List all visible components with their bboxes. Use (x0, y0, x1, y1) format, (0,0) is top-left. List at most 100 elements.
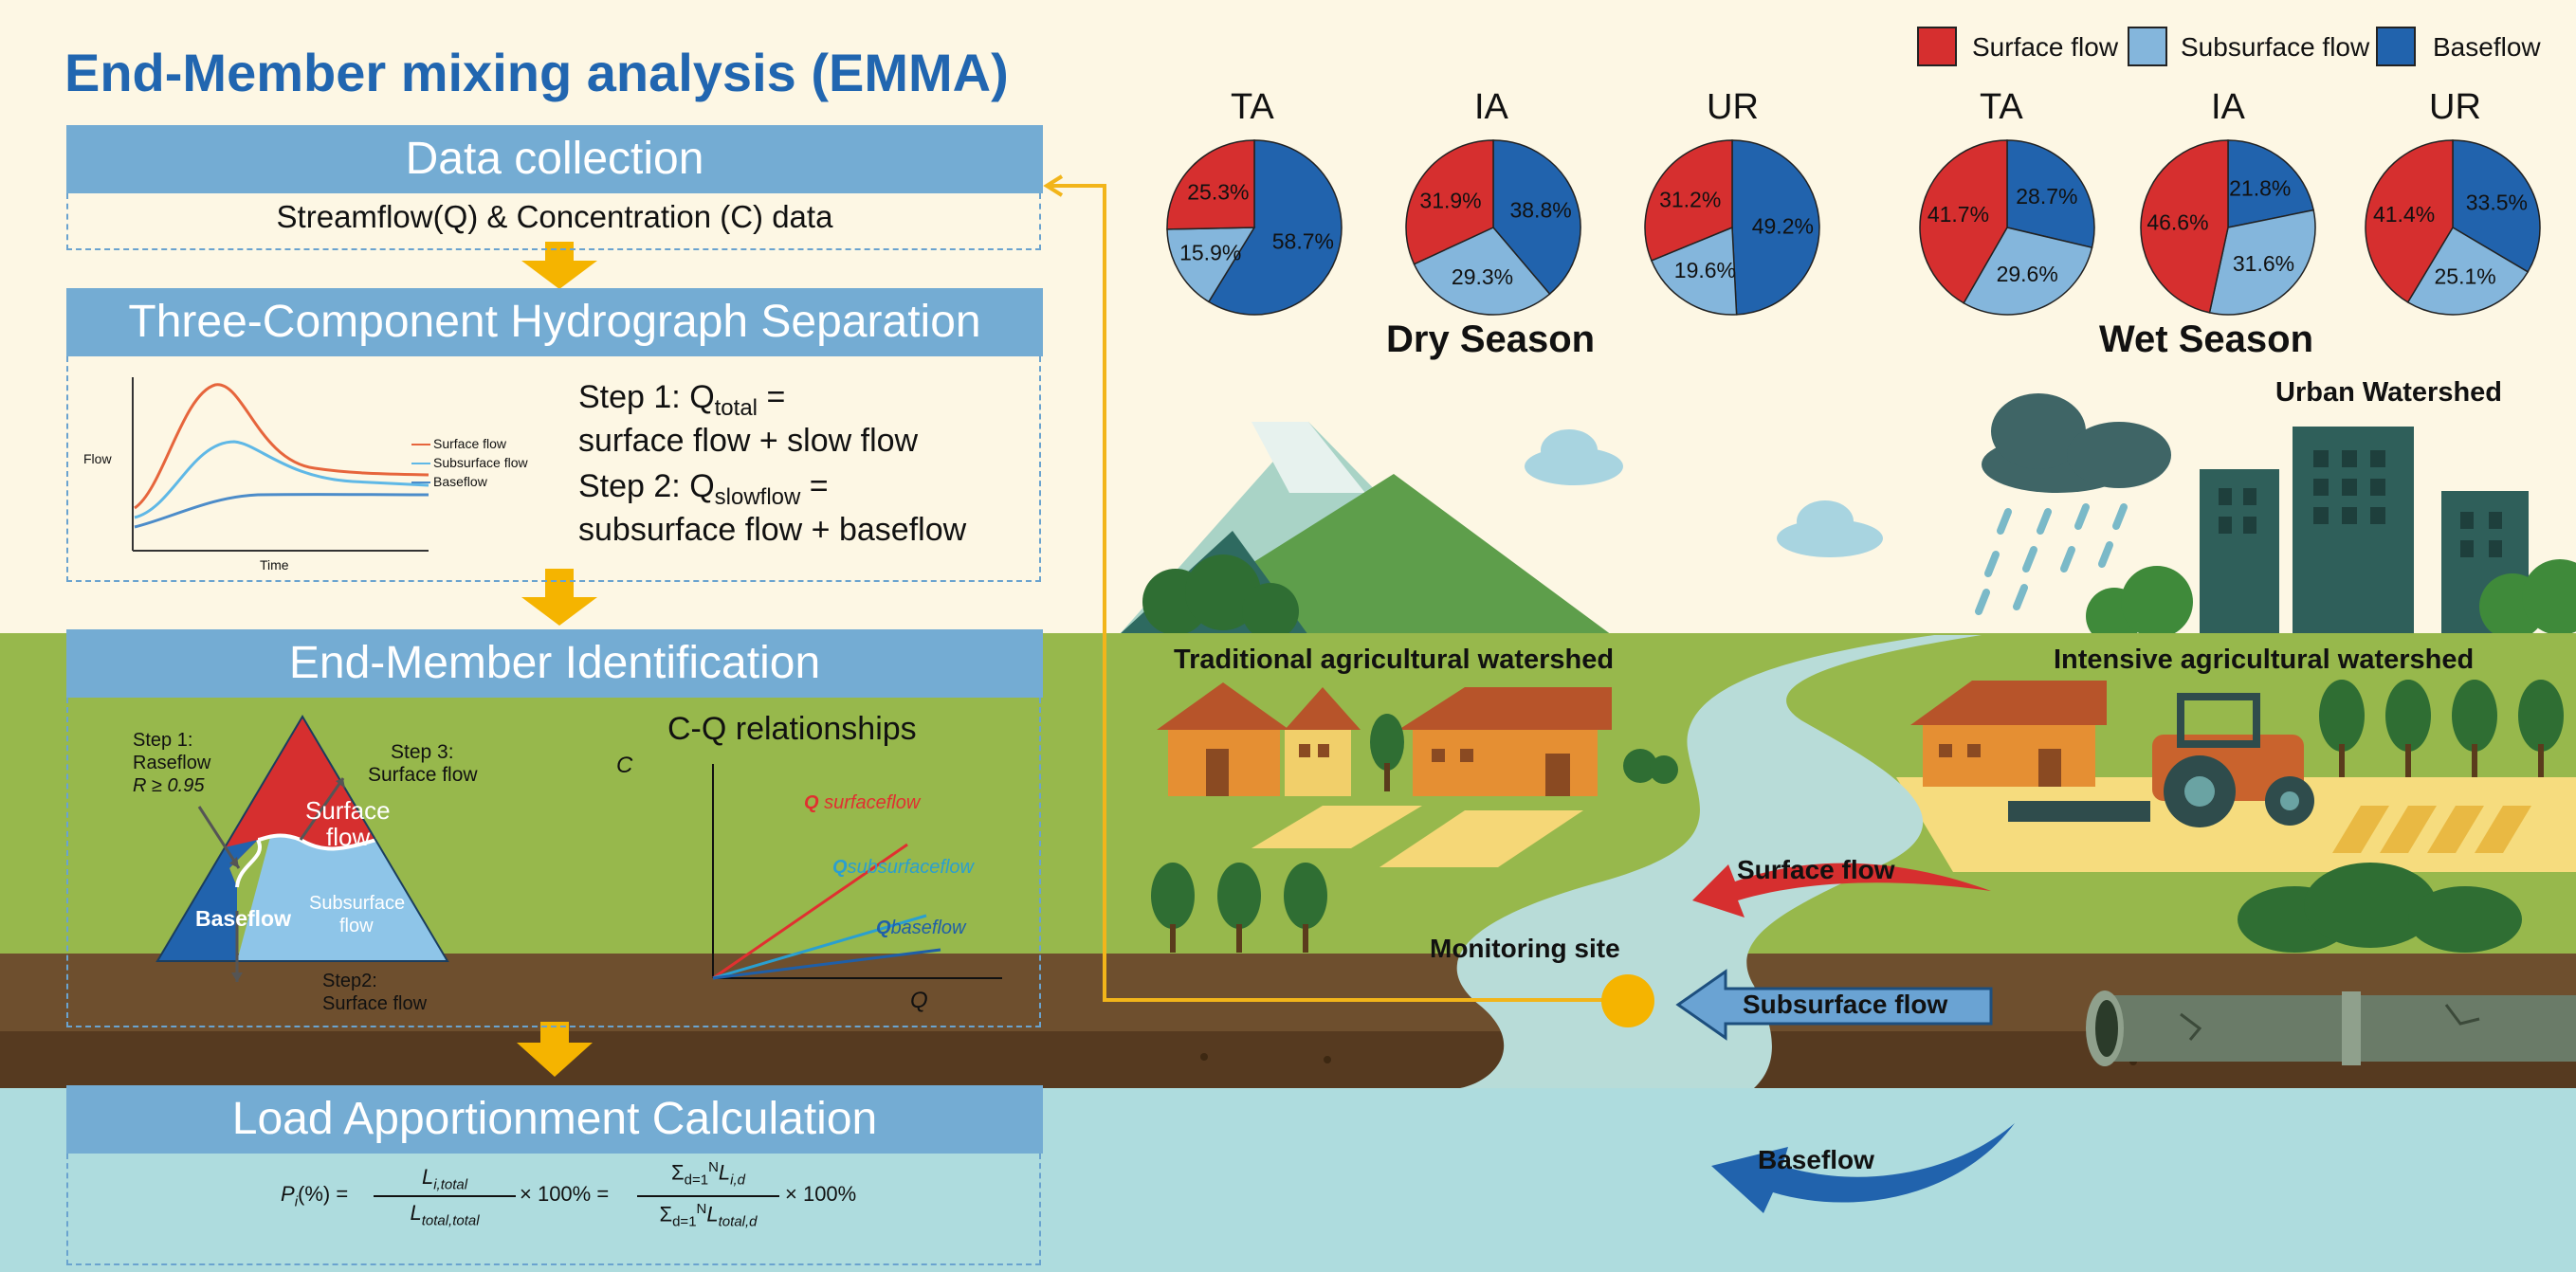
hydrograph-legend-surface: Surface flow (433, 436, 507, 451)
house-icon (1398, 687, 1612, 796)
pie-data-label: 46.6% (2147, 209, 2208, 234)
pie-charts: 58.7%15.9%25.3%38.8%29.3%31.9%49.2%19.6%… (1166, 139, 2541, 316)
pie-slice-baseflow (1731, 139, 1820, 316)
hydrograph-legend-subsurface: Subsurface flow (433, 455, 528, 470)
subsurface-flow-label: Subsurface flow (1743, 990, 1948, 1019)
pie-data-label: 29.6% (1997, 262, 2058, 286)
pie-slice-subsurface (2406, 226, 2530, 316)
pie-slice-subsurface (1650, 226, 1738, 316)
cq-y-label: C (616, 753, 633, 778)
triangle-step1-line2: Raseflow (133, 753, 211, 773)
pie-slice-surface (1166, 139, 1255, 230)
fraction-bar (637, 1195, 779, 1197)
down-arrow-icon (517, 242, 597, 1077)
page-title: End-Member mixing analysis (EMMA) (64, 43, 1009, 102)
drain-pipe-icon (2086, 990, 2576, 1066)
step1-line2: surface flow + slow flow (578, 423, 919, 459)
data-collection-panel: Streamflow(Q) & Concentration (C) data (66, 193, 1041, 250)
hydrograph-legend-baseflow: Baseflow (433, 474, 487, 489)
cloud-icon (1525, 429, 1623, 485)
pie-data-label: 41.4% (2373, 202, 2435, 227)
tree-icon (1151, 863, 1327, 953)
formula-times2: × 100% (785, 1182, 857, 1206)
river (1456, 635, 1982, 1088)
cloud-icon (1777, 500, 1883, 557)
pie-data-label: 49.2% (1752, 214, 1814, 239)
tree-icon (2319, 680, 2564, 777)
legend-label-subsurface: Subsurface flow (2181, 32, 2370, 62)
pie-data-label: 31.6% (2233, 251, 2294, 276)
formula-num2: Σd=1NLi,d (671, 1159, 745, 1189)
pie-slice-baseflow (1492, 139, 1581, 296)
baseflow-label: Baseflow (1758, 1145, 1874, 1174)
pie-slice-surface (1644, 139, 1733, 262)
identification-header: End-Member Identification (66, 629, 1043, 698)
pie-data-label: 33.5% (2466, 191, 2528, 215)
pie-data-label: 31.2% (1659, 187, 1721, 211)
load-header: Load Apportionment Calculation (66, 1085, 1043, 1154)
cq-x-label: Q (910, 988, 928, 1013)
triangle-baseflow-label: Baseflow (195, 906, 291, 931)
formula-lhs: Pi(%) = (281, 1182, 349, 1210)
triangle-step3-line2: Surface flow (368, 764, 478, 786)
separation-panel: Flow Time Surface flow Subsurface flow B… (66, 356, 1041, 582)
pie-slice-subsurface (1166, 227, 1256, 303)
pie-data-label: 41.7% (1927, 202, 1989, 227)
traditional-watershed-label: Traditional agricultural watershed (1174, 645, 1615, 675)
pie-title: TA (1231, 87, 1274, 127)
pie-title: IA (1474, 87, 1508, 127)
fraction-bar (374, 1195, 516, 1197)
data-collection-header: Data collection (66, 125, 1043, 193)
pie-slice-baseflow (1207, 139, 1343, 316)
end-member-triangle (155, 715, 449, 982)
pie-slice-subsurface (1413, 227, 1551, 316)
pie-title: UR (1707, 87, 1759, 127)
surface-flow-arrow (1692, 863, 1991, 918)
hydrograph-legend-swatches (411, 444, 430, 483)
formula-num1: Li,total (421, 1165, 468, 1193)
pie-data-label: 25.3% (1187, 180, 1249, 205)
pie-data-label: 19.6% (1674, 258, 1736, 282)
cq-line-surface (712, 843, 908, 980)
legend-swatch-surface (1917, 27, 1957, 66)
pie-slice-baseflow (2006, 139, 2095, 249)
house-icon (1910, 681, 2107, 787)
baseflow-arrow (1711, 1123, 2015, 1213)
intensive-watershed-label: Intensive agricultural watershed (2054, 645, 2475, 675)
cq-line-baseflow (712, 948, 941, 980)
triangle-surface-label: Surface (305, 796, 391, 825)
pie-slice-subsurface (1963, 227, 2093, 316)
hydrograph-xlabel: Time (260, 557, 289, 572)
triangle-step1-line3: R ≥ 0.95 (133, 775, 205, 796)
pie-slice-subsurface (2208, 209, 2316, 316)
rain-cloud-icon (1975, 393, 2171, 615)
cq-plot (712, 764, 1002, 980)
cq-label-subsurface: Qsubsurfaceflow (832, 857, 974, 878)
surface-flow-label: Surface flow (1737, 855, 1895, 884)
formula-den1: Ltotal,total (410, 1201, 480, 1229)
cq-label-surface: Q surfaceflow (804, 792, 921, 813)
pie-data-label: 31.9% (1419, 188, 1481, 212)
load-panel: Pi(%) = Li,total Ltotal,total × 100% = Σ… (66, 1154, 1041, 1265)
triangle-step3-line1: Step 3: (391, 741, 454, 763)
formula-times: × 100% = (520, 1182, 610, 1206)
pie-slice-baseflow (2452, 139, 2541, 273)
triangle-step2-line2: Surface flow (322, 993, 428, 1014)
dry-season-label: Dry Season (1386, 318, 1596, 360)
pie-data-label: 25.1% (2434, 264, 2495, 289)
monitoring-site-label: Monitoring site (1430, 934, 1620, 963)
pie-data-label: 15.9% (1179, 241, 1241, 265)
pie-slice-surface (2140, 139, 2229, 314)
pie-slice-surface (1919, 139, 2008, 304)
tractor-icon (2008, 693, 2314, 827)
pie-title: UR (2429, 87, 2481, 127)
cq-label-baseflow: Qbaseflow (876, 918, 966, 938)
triangle-subsurface-label-2: flow (339, 916, 374, 936)
hydrograph-plot (132, 377, 429, 552)
legend-label-baseflow: Baseflow (2433, 32, 2541, 62)
pie-slice-baseflow (2227, 139, 2315, 228)
pie-slice-surface (1405, 139, 1494, 265)
legend-swatch-baseflow (2376, 27, 2416, 66)
monitoring-site-marker (1601, 974, 1654, 1027)
